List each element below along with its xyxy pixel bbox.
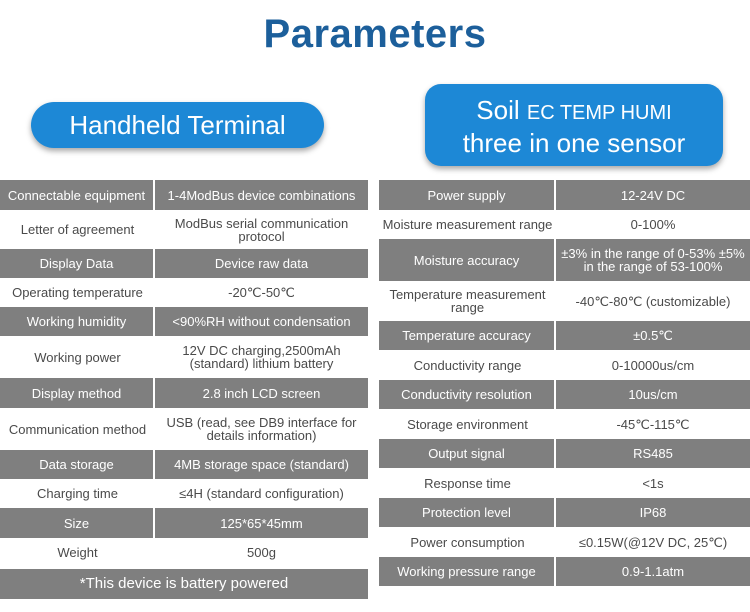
spec-value: ≤4H (standard configuration) (155, 479, 368, 508)
spec-label: Working pressure range (379, 557, 556, 586)
spec-value: 2.8 inch LCD screen (155, 378, 368, 408)
spec-value: ≤0.15W(@12V DC, 25℃) (556, 527, 750, 557)
spec-label: Communication method (0, 408, 155, 450)
spec-value: -20℃-50℃ (155, 278, 368, 307)
spec-label: Conductivity range (379, 350, 556, 380)
spec-value: <90%RH without condensation (155, 307, 368, 336)
table-row: Temperature measurement range-40℃-80℃ (c… (379, 281, 750, 321)
spec-value: ModBus serial communication protocol (155, 210, 368, 249)
spec-label: Moisture accuracy (379, 239, 556, 281)
table-row: Power consumption≤0.15W(@12V DC, 25℃) (379, 527, 750, 557)
spec-label: Operating temperature (0, 278, 155, 307)
spec-value: ±0.5℃ (556, 321, 750, 350)
table-row: Operating temperature-20℃-50℃ (0, 278, 368, 307)
spec-value: <1s (556, 468, 750, 498)
table-row: Charging time≤4H (standard configuration… (0, 479, 368, 508)
spec-label: Charging time (0, 479, 155, 508)
spec-label: Connectable equipment (0, 180, 155, 210)
spec-label: Protection level (379, 498, 556, 527)
spec-label: Letter of agreement (0, 210, 155, 249)
spec-label: Output signal (379, 439, 556, 468)
spec-label: Storage environment (379, 409, 556, 439)
spec-value: ±3% in the range of 0-53% ±5% in the ran… (556, 239, 750, 281)
page-title: Parameters (263, 12, 487, 56)
spec-label: Size (0, 508, 155, 538)
spec-value: 0-100% (556, 210, 750, 239)
spec-value: 125*65*45mm (155, 508, 368, 538)
spec-value: 12-24V DC (556, 180, 750, 210)
table-row: Working humidity<90%RH without condensat… (0, 307, 368, 336)
sensor-heading-line1: Soil EC TEMP HUMI (425, 95, 723, 128)
spec-label: Display Data (0, 249, 155, 278)
spec-value: 12V DC charging,2500mAh (standard) lithi… (155, 336, 368, 378)
spec-label: Display method (0, 378, 155, 408)
spec-value: -45℃-115℃ (556, 409, 750, 439)
table-row: Moisture accuracy±3% in the range of 0-5… (379, 239, 750, 281)
sensor-heading-ec-temp-humi: EC TEMP HUMI (526, 102, 672, 124)
table-row: Temperature accuracy±0.5℃ (379, 321, 750, 350)
spec-label: Temperature accuracy (379, 321, 556, 350)
spec-value: 0.9-1.1atm (556, 557, 750, 586)
spec-label: Temperature measurement range (379, 281, 556, 321)
battery-note: *This device is battery powered (0, 569, 368, 599)
spec-value: 4MB storage space (standard) (155, 450, 368, 479)
spec-value: RS485 (556, 439, 750, 468)
table-row: Response time<1s (379, 468, 750, 498)
spec-label: Moisture measurement range (379, 210, 556, 239)
spec-value: USB (read, see DB9 interface for details… (155, 408, 368, 450)
spec-value: 1-4ModBus device combinations (155, 180, 368, 210)
table-row: Storage environment-45℃-115℃ (379, 409, 750, 439)
spec-value: 10us/cm (556, 380, 750, 409)
spec-label: Working power (0, 336, 155, 378)
spec-label: Power consumption (379, 527, 556, 557)
spec-label: Conductivity resolution (379, 380, 556, 409)
spec-label: Data storage (0, 450, 155, 479)
spec-value: 0-10000us/cm (556, 350, 750, 380)
sensor-heading: Soil EC TEMP HUMI three in one sensor (425, 84, 723, 166)
spec-label: Weight (0, 538, 155, 567)
sensor-heading-line2: three in one sensor (462, 128, 686, 158)
spec-label: Power supply (379, 180, 556, 210)
spec-label: Response time (379, 468, 556, 498)
sensor-heading-soil: Soil (476, 95, 527, 125)
spec-label: Working humidity (0, 307, 155, 336)
spec-value: -40℃-80℃ (customizable) (556, 281, 750, 321)
spec-value: 500g (155, 538, 368, 567)
spec-value: Device raw data (155, 249, 368, 278)
spec-value: IP68 (556, 498, 750, 527)
handheld-terminal-heading: Handheld Terminal (31, 102, 324, 148)
